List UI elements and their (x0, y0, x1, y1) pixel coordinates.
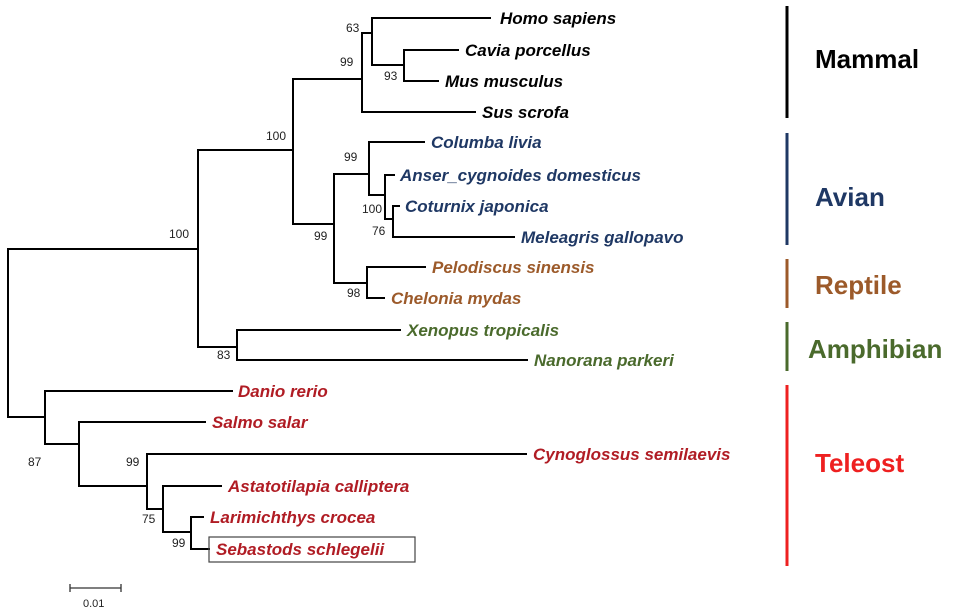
taxon-meleagris-gallopavo: Meleagris gallopavo (521, 228, 684, 247)
bootstrap-label: 93 (384, 69, 398, 83)
taxon-columba-livia: Columba livia (431, 133, 542, 152)
bootstrap-label: 99 (126, 455, 140, 469)
group-label-reptile: Reptile (815, 270, 902, 300)
bootstrap-label: 99 (340, 55, 354, 69)
taxon-cynoglossus-semilaevis: Cynoglossus semilaevis (533, 445, 730, 464)
highlight-box (208, 536, 416, 563)
bootstrap-label: 83 (217, 348, 231, 362)
taxon-larimichthys-crocea: Larimichthys crocea (210, 508, 375, 527)
bootstrap-label: 63 (346, 21, 360, 35)
taxon-mus-musculus: Mus musculus (445, 72, 563, 91)
bootstrap-label: 99 (172, 536, 186, 550)
bootstrap-label: 100 (362, 202, 382, 216)
scale-bar: 0.01 (69, 584, 122, 610)
taxon-anser-cygnoides: Anser_cygnoides domesticus (399, 166, 641, 185)
taxon-danio-rerio: Danio rerio (238, 382, 328, 401)
taxon-coturnix-japonica: Coturnix japonica (405, 197, 549, 216)
bootstrap-label: 100 (266, 129, 286, 143)
scale-bar-line (69, 584, 122, 592)
taxon-pelodiscus-sinensis: Pelodiscus sinensis (432, 258, 595, 277)
taxon-labels: Homo sapiens Cavia porcellus Mus musculu… (208, 9, 730, 563)
group-brackets: Mammal Avian Reptile Amphibian Teleost (785, 6, 942, 566)
taxon-salmo-salar: Salmo salar (212, 413, 309, 432)
taxon-astatotilapia-calliptera: Astatotilapia calliptera (227, 477, 409, 496)
taxon-xenopus-tropicalis: Xenopus tropicalis (406, 321, 559, 340)
tree-branches (7, 17, 528, 550)
bootstrap-label: 99 (314, 229, 328, 243)
taxon-sebastods-schlegelii: Sebastods schlegelii (216, 540, 385, 559)
bootstrap-label: 100 (169, 227, 189, 241)
bootstrap-values: 63 99 93 100 99 100 76 99 98 100 83 87 9… (28, 21, 398, 550)
taxon-homo-sapiens: Homo sapiens (500, 9, 616, 28)
bootstrap-label: 98 (347, 286, 361, 300)
taxon-sus-scrofa: Sus scrofa (482, 103, 569, 122)
bootstrap-label: 75 (142, 512, 156, 526)
bootstrap-label: 76 (372, 224, 386, 238)
taxon-cavia-porcellus: Cavia porcellus (465, 41, 591, 60)
group-label-avian: Avian (815, 182, 885, 212)
taxon-chelonia-mydas: Chelonia mydas (391, 289, 521, 308)
bootstrap-label: 87 (28, 455, 42, 469)
scale-bar-label: 0.01 (83, 598, 104, 610)
bootstrap-label: 99 (344, 150, 358, 164)
group-label-teleost: Teleost (815, 448, 904, 478)
group-label-mammal: Mammal (815, 44, 919, 74)
taxon-nanorana-parkeri: Nanorana parkeri (534, 351, 675, 370)
group-label-amphibian: Amphibian (808, 334, 942, 364)
